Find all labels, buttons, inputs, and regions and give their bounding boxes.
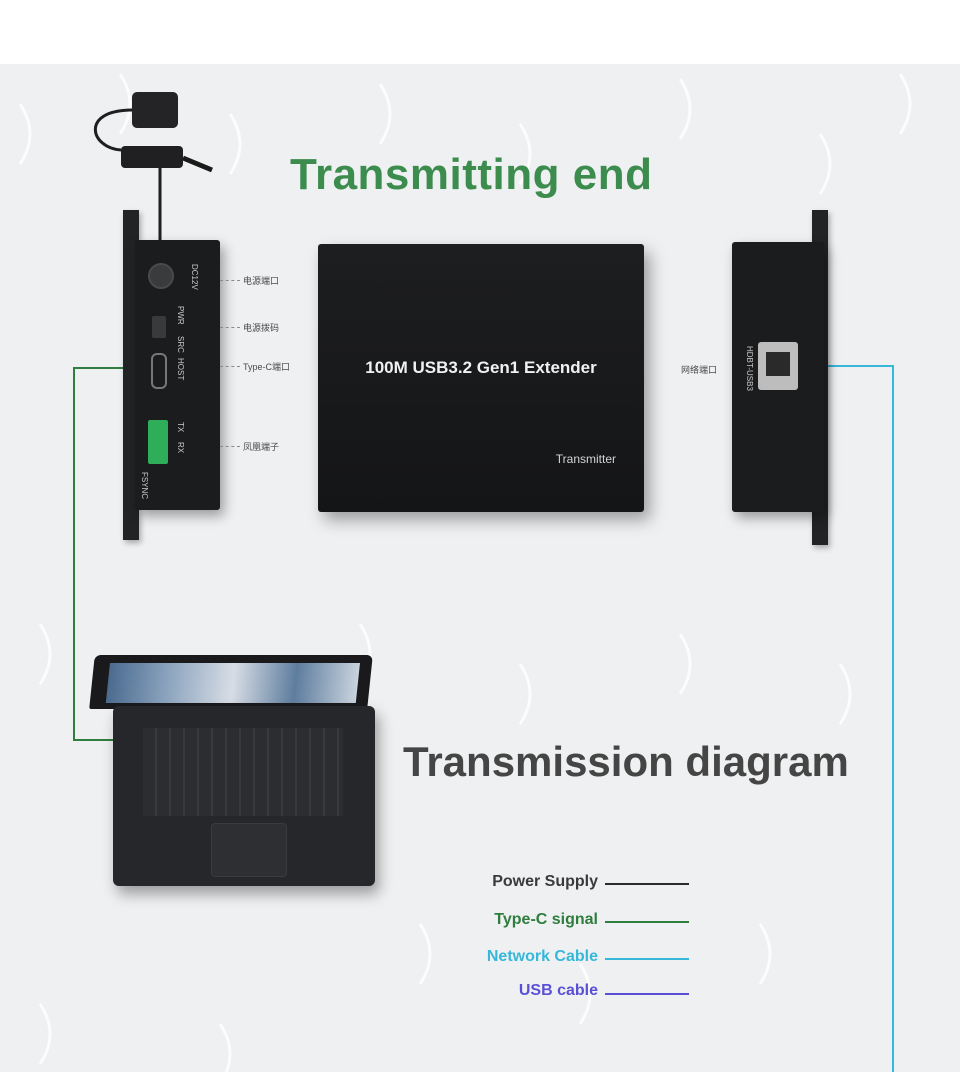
network-port-callout: 网络端口 bbox=[681, 365, 718, 375]
power-switch bbox=[152, 316, 166, 338]
device-name: 100M USB3.2 Gen1 Extender bbox=[365, 358, 597, 377]
hdbt-usb3-label: HDBT-USB3 bbox=[745, 346, 754, 391]
host-label: HOST bbox=[176, 358, 185, 381]
power-switch-callout: 电源拨码 bbox=[243, 323, 280, 333]
rj45-port bbox=[758, 342, 798, 390]
tx-label: TX bbox=[176, 422, 185, 433]
fsync-label: FSYNC bbox=[140, 472, 149, 500]
legend-item-network-cable: Network Cable bbox=[486, 948, 598, 965]
power-port-callout: 电源端口 bbox=[243, 276, 280, 286]
legend-item-usb-cable: USB cable bbox=[518, 982, 598, 999]
laptop-screen bbox=[89, 655, 373, 709]
power-adapter-icon bbox=[93, 92, 213, 240]
laptop-icon bbox=[113, 706, 375, 886]
legend-item-power-supply: Power Supply bbox=[492, 873, 598, 890]
dc-power-port bbox=[148, 263, 174, 289]
type-c-signal-wire bbox=[73, 367, 150, 741]
laptop-trackpad bbox=[211, 823, 287, 877]
legend-line-power-supply bbox=[605, 883, 689, 885]
phoenix-terminal bbox=[148, 420, 168, 464]
src-label: SRC bbox=[176, 336, 185, 353]
transmitting-end-title: Transmitting end bbox=[290, 150, 653, 199]
type-c-port bbox=[151, 353, 167, 389]
legend-line-type-c-signal bbox=[605, 921, 689, 923]
type-c-port-callout: Type-C端口 bbox=[243, 362, 291, 372]
transmission-diagram-title: Transmission diagram bbox=[403, 738, 849, 785]
extender-device: 100M USB3.2 Gen1 Extender Transmitter bbox=[318, 244, 644, 512]
pwr-label: PWR bbox=[176, 306, 185, 325]
rx-label: RX bbox=[176, 442, 185, 454]
laptop-keyboard bbox=[143, 728, 343, 816]
phoenix-terminal-callout: 凤凰端子 bbox=[243, 442, 280, 452]
legend-item-type-c-signal: Type-C signal bbox=[494, 911, 598, 928]
legend-line-network-cable bbox=[605, 958, 689, 960]
device-role: Transmitter bbox=[555, 452, 616, 466]
legend-line-usb-cable bbox=[605, 993, 689, 995]
dc12v-label: DC12V bbox=[190, 264, 199, 290]
